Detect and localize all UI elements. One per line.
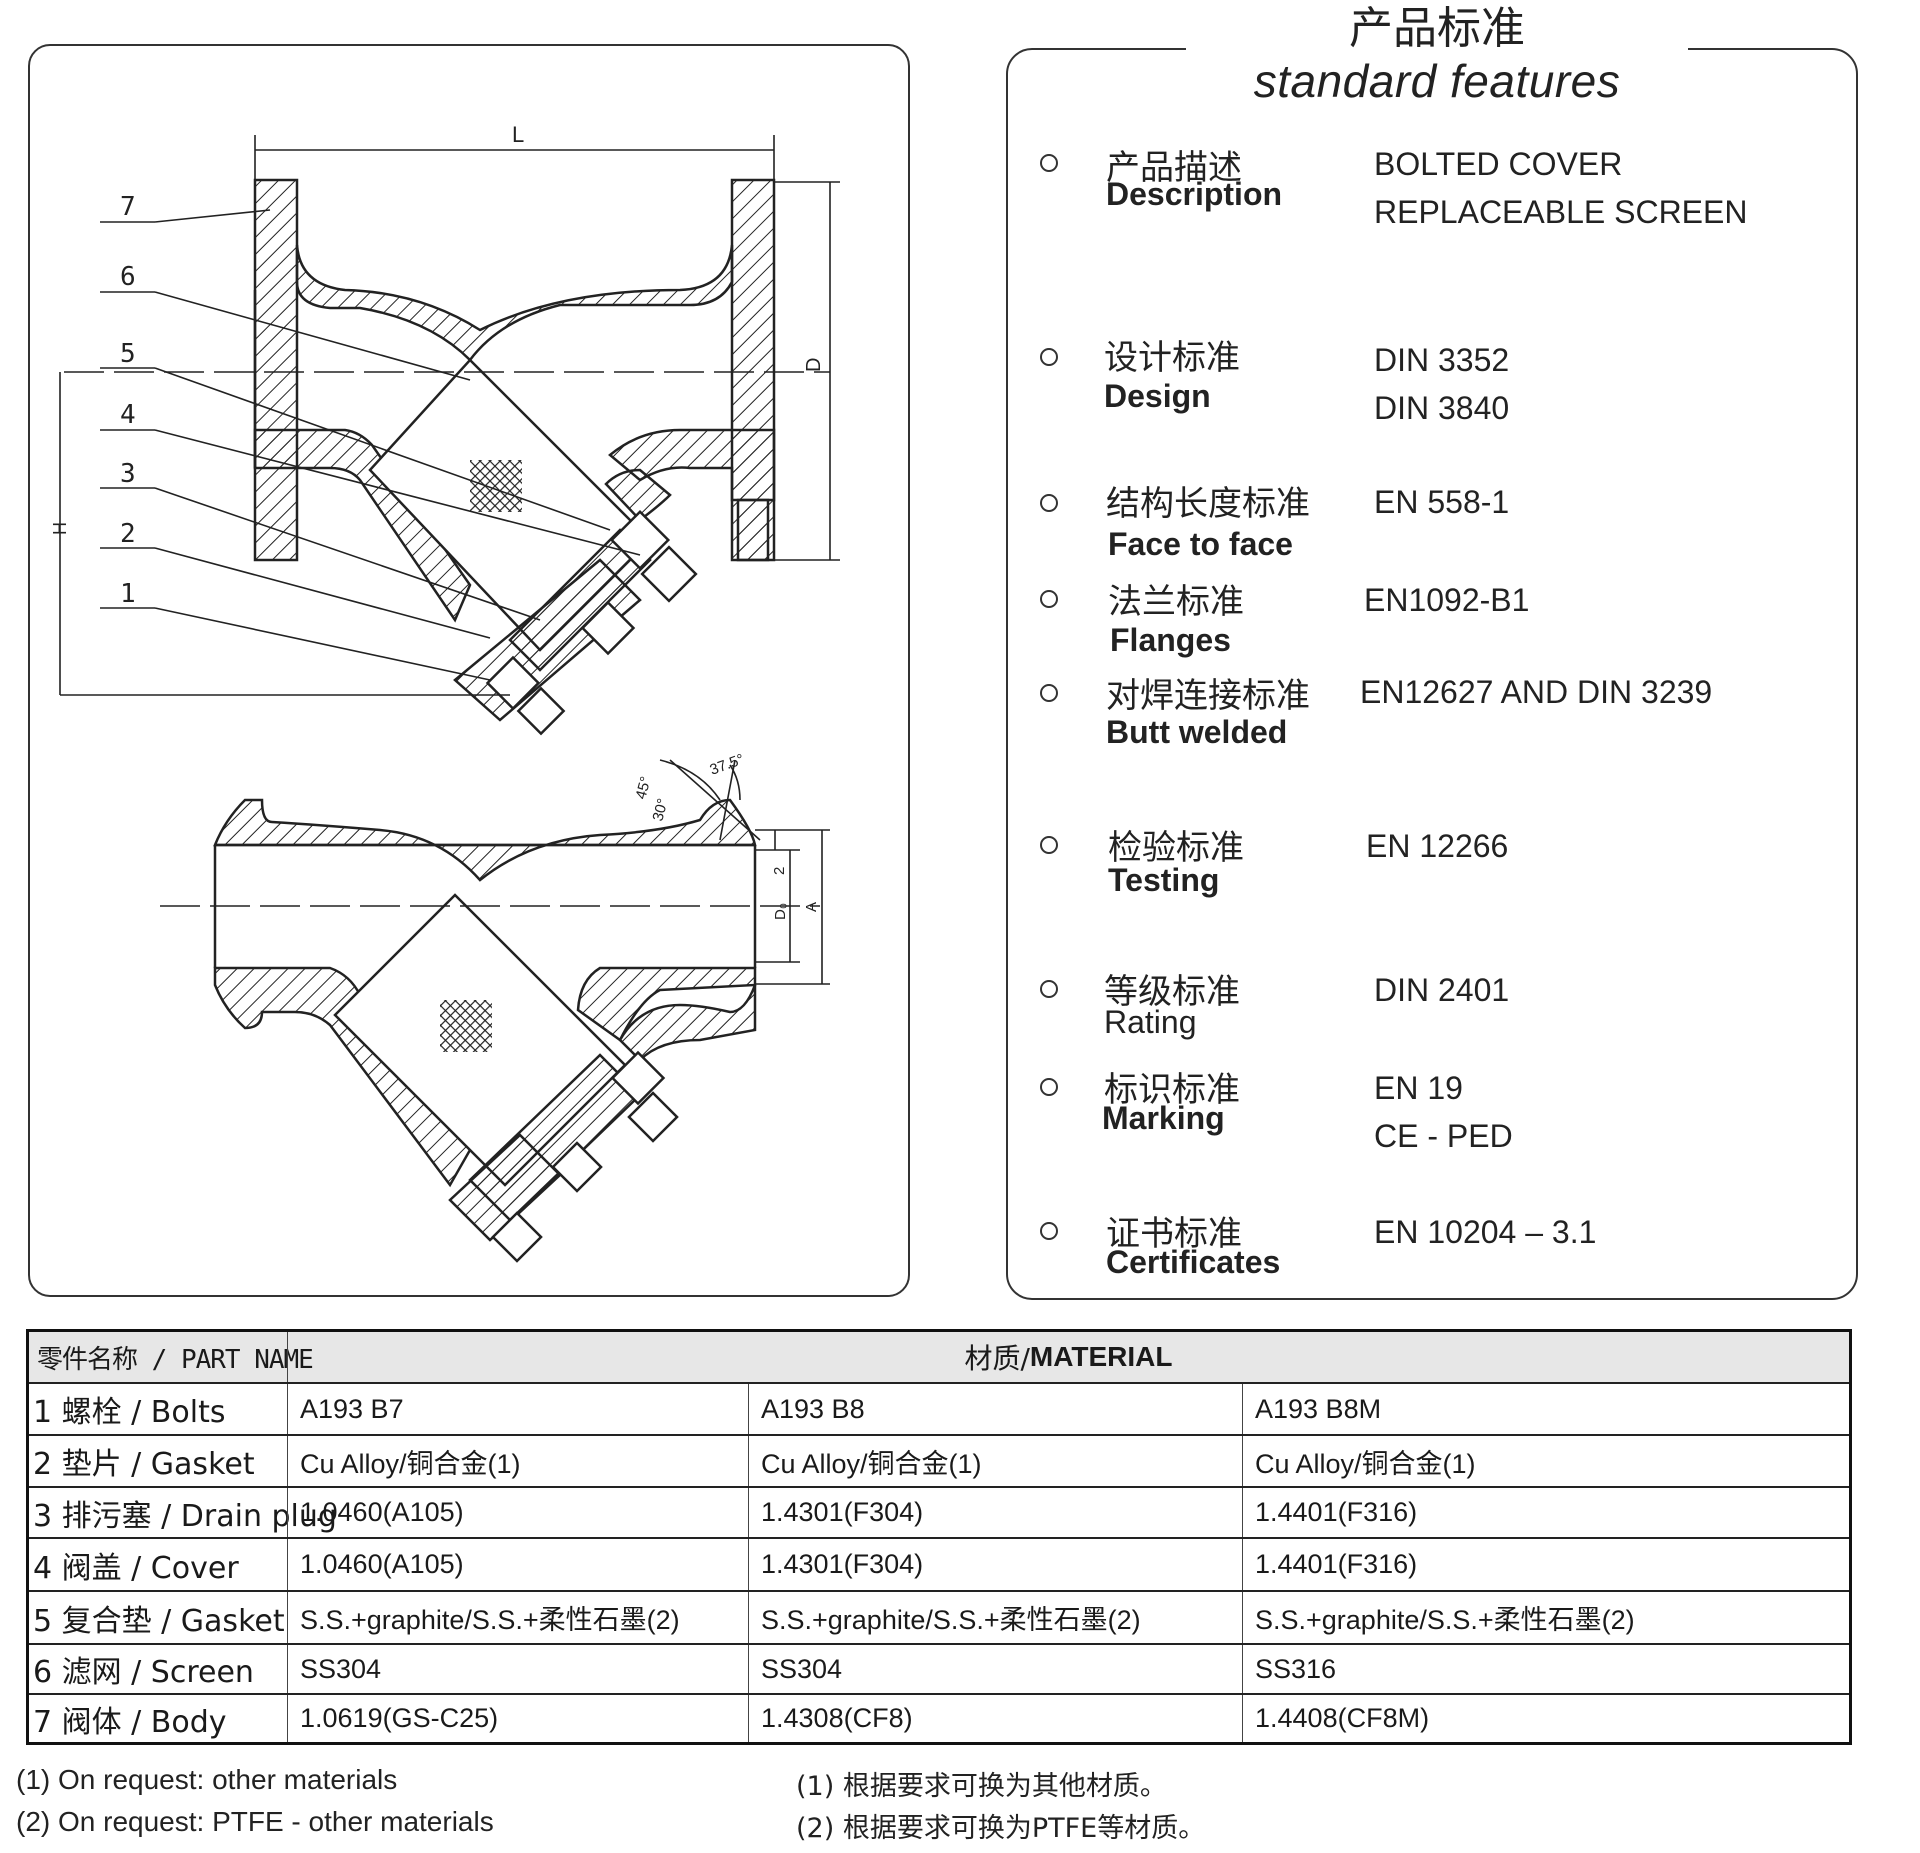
radio-icon[interactable] <box>1040 1078 1058 1096</box>
material-cell: 1.0460(A105) <box>287 1539 748 1590</box>
callout-2: 2 <box>120 519 136 549</box>
dim-D: D <box>803 358 825 372</box>
callout-6: 6 <box>120 262 136 292</box>
material-cell: 1.4301(F304) <box>748 1539 1242 1590</box>
radio-icon[interactable] <box>1040 836 1058 854</box>
drawing-panel <box>28 44 910 1297</box>
callout-3: 3 <box>120 459 136 489</box>
dim-H: H <box>50 522 70 535</box>
angle-37: 37.5° <box>708 751 747 779</box>
material-cell: 1.4308(CF8) <box>748 1695 1242 1742</box>
callout-7: 7 <box>120 192 136 222</box>
material-cell: 1.0619(GS-C25) <box>287 1695 748 1742</box>
note-en-1: (1) On request: other materials <box>16 1764 398 1795</box>
radio-icon[interactable] <box>1040 590 1058 608</box>
part-name-cell: 7 阀体 / Body <box>33 1704 227 1740</box>
part-name-cell: 1 螺栓 / Bolts <box>33 1395 226 1430</box>
radio-icon[interactable] <box>1040 980 1058 998</box>
dim-2: 2 <box>771 867 788 875</box>
note-cn-2: (2) 根据要求可换为PTFE等材质。 <box>796 1813 1206 1844</box>
part-name-cell: 6 滤网 / Screen <box>33 1655 254 1690</box>
material-cell: 1.4301(F304) <box>748 1488 1242 1537</box>
part-name-cell: 2 垫片 / Gasket <box>33 1447 255 1482</box>
dim-L: L <box>512 122 524 147</box>
material-cell: SS316 <box>1242 1645 1849 1693</box>
radio-icon[interactable] <box>1040 154 1058 172</box>
material-cell: SS304 <box>748 1645 1242 1693</box>
radio-icon[interactable] <box>1040 494 1058 512</box>
flanged-strainer-view <box>253 178 776 736</box>
features-title: 产品标准 standard features <box>1186 0 1688 106</box>
butt-welded-strainer-view <box>213 798 757 1263</box>
header-part-name: 零件名称 / PART NAME <box>37 1344 314 1375</box>
material-cell: SS304 <box>287 1645 748 1693</box>
features-title-en: standard features <box>1253 55 1621 107</box>
material-cell: Cu Alloy/铜合金(1) <box>748 1436 1242 1486</box>
angle-30: 30° <box>649 797 671 823</box>
radio-icon[interactable] <box>1040 1222 1058 1240</box>
table-row: 4 阀盖 / Cover 1.0460(A105)1.4301(F304)1.44… <box>29 1539 1849 1592</box>
material-cell: Cu Alloy/铜合金(1) <box>1242 1436 1849 1486</box>
table-row: 7 阀体 / Body 1.0619(GS-C25)1.4308(CF8)1.44… <box>29 1695 1849 1742</box>
dim-D0: D₀ <box>772 903 789 920</box>
table-header-row: 零件名称 / PART NAME 材质/MATERIAL <box>29 1332 1849 1384</box>
part-name-cell: 4 阀盖 / Cover <box>33 1550 239 1586</box>
part-name-cell: 3 排污塞 / Drain plug <box>33 1498 337 1534</box>
material-cell: 1.4408(CF8M) <box>1242 1695 1849 1742</box>
part-name-cell: 5 复合垫 / Gasket <box>33 1603 285 1639</box>
material-cell: A193 B7 <box>287 1384 748 1434</box>
note-en-2: (2) On request: PTFE - other materials <box>16 1806 494 1837</box>
radio-icon[interactable] <box>1040 348 1058 366</box>
callout-1: 1 <box>120 579 136 609</box>
callout-4: 4 <box>120 400 136 430</box>
strainer-drawing: L D H 7 6 5 4 3 2 1 <box>50 122 840 1263</box>
material-table: 零件名称 / PART NAME 材质/MATERIAL 1 螺栓 / Bolt… <box>26 1329 1852 1745</box>
material-cell: 1.0460(A105) <box>287 1488 748 1537</box>
material-cell: A193 B8 <box>748 1384 1242 1434</box>
material-cell: S.S.+graphite/S.S.+柔性石墨(2) <box>748 1592 1242 1643</box>
material-cell: 1.4401(F316) <box>1242 1488 1849 1537</box>
features-title-cn: 产品标准 <box>1349 3 1525 54</box>
material-cell: S.S.+graphite/S.S.+柔性石墨(2) <box>1242 1592 1849 1643</box>
material-cell: Cu Alloy/铜合金(1) <box>287 1436 748 1486</box>
header-material: 材质/MATERIAL <box>287 1332 1849 1382</box>
note-cn-1: (1) 根据要求可换为其他材质。 <box>796 1771 1167 1802</box>
material-cell: 1.4401(F316) <box>1242 1539 1849 1590</box>
material-cell: S.S.+graphite/S.S.+柔性石墨(2) <box>287 1592 748 1643</box>
angle-45: 45° <box>632 775 654 801</box>
material-cell: A193 B8M <box>1242 1384 1849 1434</box>
dim-A: A <box>803 902 820 912</box>
radio-icon[interactable] <box>1040 684 1058 702</box>
callout-5: 5 <box>120 339 136 369</box>
